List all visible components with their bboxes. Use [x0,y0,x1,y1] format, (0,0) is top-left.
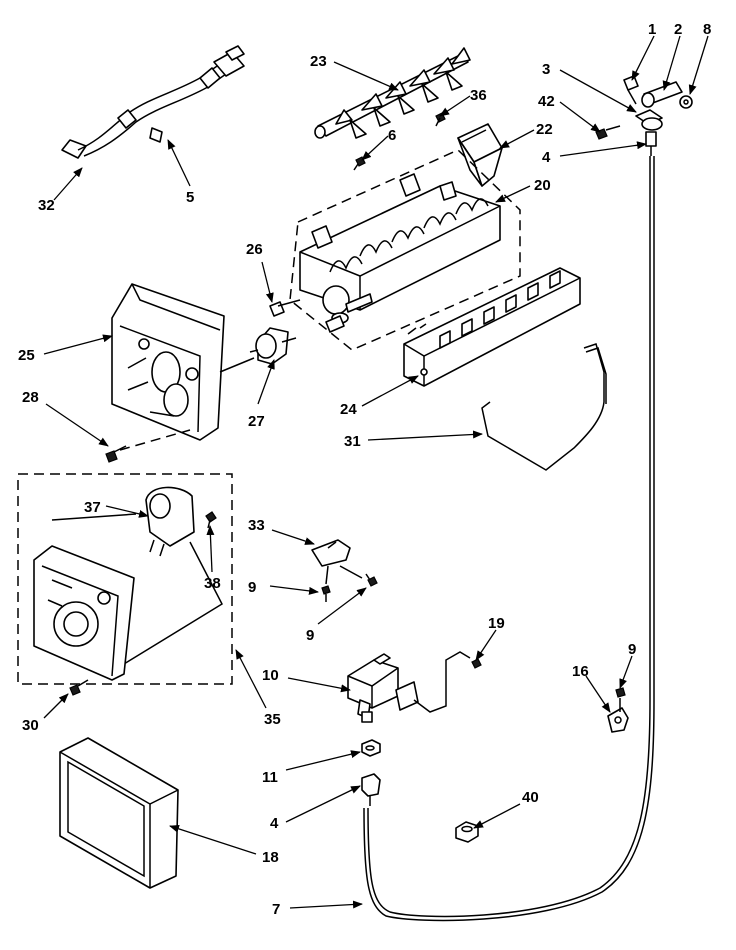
label-1: 1 [648,21,656,38]
control-housing-part [111,283,255,441]
label-42: 42 [538,93,555,110]
leader-lines [43,35,709,909]
screw-9a-part [321,585,331,602]
panel-18-part [59,737,179,889]
label-2: 2 [674,21,682,38]
label-5: 5 [186,189,194,206]
label-33: 33 [248,517,265,534]
wire-harness-part [61,45,245,159]
label-9-b: 9 [306,627,314,644]
water-valve-part [347,653,419,723]
ice-bin-shelf-part [403,267,581,387]
nut-40-part [455,821,479,843]
fitting-1-part [623,75,639,105]
label-18: 18 [262,849,279,866]
label-32: 32 [38,197,55,214]
label-22: 22 [536,121,553,138]
label-40: 40 [522,789,539,806]
label-9-c: 9 [628,641,636,658]
motor-37-part [145,486,195,557]
label-9-a: 9 [248,579,256,596]
bracket-26-part [269,299,301,317]
label-20: 20 [534,177,551,194]
clamp-16-part [607,707,629,733]
screw-19-part [471,658,482,669]
screw-42-part [595,125,621,140]
washer-8-part [679,95,693,109]
screw-9b-part [365,573,378,587]
label-30: 30 [22,717,39,734]
label-6: 6 [388,127,396,144]
screw-30-part [69,679,89,696]
motor-27-part [249,327,297,365]
label-31: 31 [344,433,361,450]
label-16: 16 [572,663,589,680]
label-23: 23 [310,53,327,70]
label-37: 37 [84,499,101,516]
label-10: 10 [262,667,279,684]
bracket-33-part [311,539,351,567]
shutoff-arm-part [481,343,607,471]
tube-2-part [641,81,683,108]
label-4-lower: 4 [270,815,279,832]
screw-9c-part [615,687,626,712]
label-28: 28 [22,389,39,406]
label-19: 19 [488,615,505,632]
label-4-upper: 4 [542,149,551,166]
fill-cup-part [457,123,503,187]
water-tube-part [367,156,651,918]
screw-38-part [205,511,217,529]
label-8: 8 [703,21,711,38]
label-36: 36 [470,87,487,104]
label-35: 35 [264,711,281,728]
ejector-rake-part [314,47,471,139]
fitting-3-part [635,109,663,131]
label-25: 25 [18,347,35,364]
label-27: 27 [248,413,265,430]
label-11: 11 [262,769,278,786]
label-26: 26 [246,241,263,258]
label-3: 3 [542,61,550,78]
label-24: 24 [340,401,357,418]
fitting-4-upper-part [645,131,657,156]
ice-mold-part [299,173,501,333]
fitting-4-lower-part [361,773,381,806]
label-7: 7 [272,901,280,918]
module-cover-part [33,545,135,681]
screw-28-part [105,445,127,463]
label-38: 38 [204,575,221,592]
nut-11-part [361,739,381,757]
